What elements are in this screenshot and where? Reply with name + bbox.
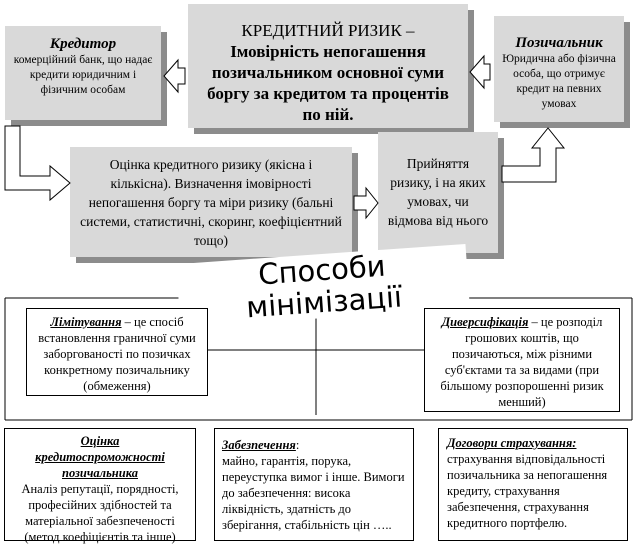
assessment-text: Оцінка кредитного ризику (якісна і кільк… bbox=[80, 157, 342, 248]
limiting-box: Лімітування – це спосіб встановлення гра… bbox=[26, 308, 208, 396]
arrow-left-to-creditor bbox=[163, 58, 186, 94]
credit-risk-text: Імовірність непогашення позичальником ос… bbox=[207, 42, 449, 124]
creditor-text: комерційний банк, що надає кредити юриди… bbox=[13, 54, 153, 96]
diversification-box: Диверсифікація – це розподіл грошових ко… bbox=[424, 308, 620, 412]
creditor-box: Кредитор комерційний банк, що надає кред… bbox=[5, 26, 161, 120]
credit-risk-title: КРЕДИТНИЙ РИЗИК – bbox=[241, 21, 415, 40]
arrow-right-to-decision bbox=[353, 186, 379, 220]
diversification-title: Диверсифікація bbox=[441, 315, 529, 329]
decision-text: Прийняття ризику, і на яких умовах, чи в… bbox=[387, 156, 489, 228]
limiting-title: Лімітування bbox=[50, 315, 122, 329]
insurance-box: Договори страхування: страхування відпов… bbox=[438, 428, 628, 541]
borrower-title: Позичальник bbox=[515, 35, 603, 51]
diversification-text: – це розподіл грошових коштів, що позича… bbox=[440, 315, 604, 409]
insurance-title: Договори страхування: bbox=[447, 436, 577, 450]
arrow-bent-decision-to-borrower bbox=[501, 127, 566, 183]
creditworthiness-title: Оцінка кредитоспроможності позичальника bbox=[35, 434, 165, 480]
collateral-title: Забезпечення bbox=[222, 438, 296, 452]
borrower-box: Позичальник Юридична або фізична особа, … bbox=[494, 16, 624, 122]
decision-box: Прийняття ризику, і на яких умовах, чи в… bbox=[378, 132, 498, 253]
limiting-text: – це спосіб встановлення граничної суми … bbox=[38, 315, 196, 393]
collateral-text: майно, гарантія, порука, переуступка вим… bbox=[222, 454, 405, 532]
creditworthiness-box: Оцінка кредитоспроможності позичальника … bbox=[4, 428, 196, 544]
creditworthiness-text: Аналіз репутації, порядності, професійни… bbox=[21, 482, 179, 544]
assessment-box: Оцінка кредитного ризику (якісна і кільк… bbox=[70, 147, 352, 257]
credit-risk-box: КРЕДИТНИЙ РИЗИК – Імовірність непогашенн… bbox=[188, 4, 468, 128]
creditor-title: Кредитор bbox=[49, 36, 117, 52]
insurance-text: страхування відповідальності позичальник… bbox=[447, 452, 608, 530]
borrower-text: Юридична або фізична особа, що отримує к… bbox=[502, 53, 616, 110]
arrow-bent-creditor-to-assessment bbox=[4, 125, 71, 202]
arrow-left-from-borrower bbox=[469, 54, 491, 90]
collateral-box: Забезпечення: майно, гарантія, порука, п… bbox=[214, 428, 414, 541]
collateral-title-suffix: : bbox=[295, 438, 300, 452]
